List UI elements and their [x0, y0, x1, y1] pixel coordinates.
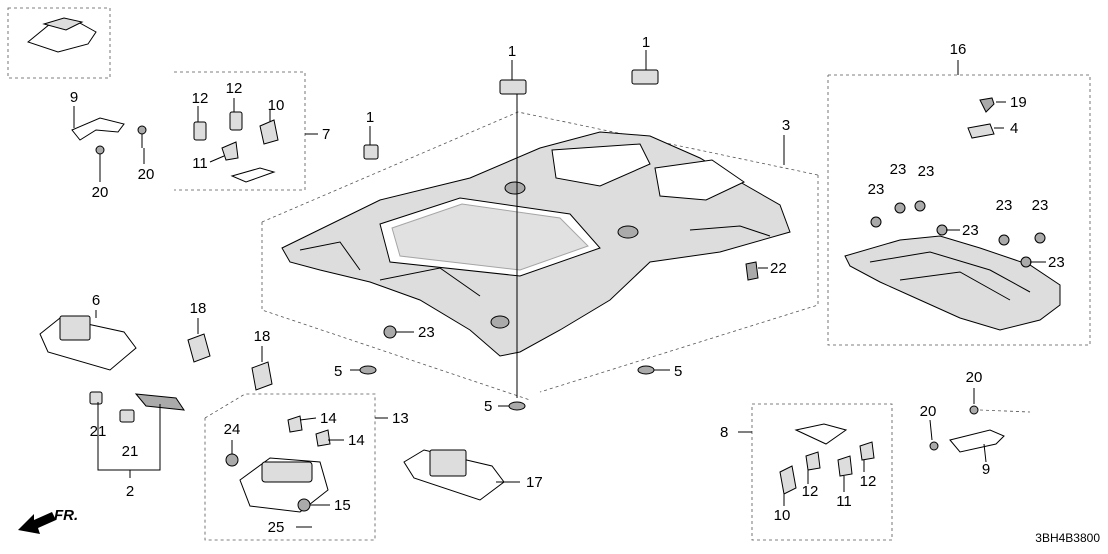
front-direction-arrow: FR. — [18, 507, 78, 534]
callout-11: 11 — [836, 493, 852, 510]
callout-25: 25 — [268, 519, 285, 536]
group-8-frame — [738, 403, 893, 541]
rear-trim-panel — [844, 235, 1061, 331]
callout-18: 18 — [190, 300, 207, 317]
diagram-code: 3BH4B3800 — [1035, 531, 1100, 545]
callout-12: 12 — [226, 80, 243, 97]
callout-21: 21 — [122, 443, 139, 460]
callout-14: 14 — [320, 410, 337, 427]
callout-12: 12 — [802, 483, 819, 500]
callout-23: 23 — [918, 163, 935, 180]
callout-20: 20 — [920, 403, 937, 420]
small-parts — [39, 69, 1046, 528]
callout-16: 16 — [950, 41, 967, 58]
callout-23: 23 — [962, 222, 979, 239]
callout-labels: 1 1 1 2 3 4 5 5 5 6 7 8 9 9 10 10 11 11 … — [70, 34, 1065, 536]
callout-1: 1 — [642, 34, 650, 51]
callout-10: 10 — [774, 507, 791, 524]
callout-18: 18 — [254, 328, 271, 345]
callout-1: 1 — [508, 43, 516, 60]
arrow-icon — [18, 512, 56, 534]
callout-17: 17 — [526, 474, 543, 491]
callout-24: 24 — [224, 421, 241, 438]
callout-13: 13 — [392, 410, 409, 427]
callout-8: 8 — [720, 424, 728, 441]
callout-20: 20 — [138, 166, 155, 183]
callout-14: 14 — [348, 432, 365, 449]
callout-23: 23 — [418, 324, 435, 341]
callout-10: 10 — [268, 97, 285, 114]
callout-23: 23 — [868, 181, 885, 198]
callout-12: 12 — [192, 90, 209, 107]
headliner — [281, 131, 791, 357]
callout-12: 12 — [860, 473, 877, 490]
callout-23: 23 — [890, 161, 907, 178]
front-label: FR. — [54, 507, 78, 524]
headliner-outline — [261, 111, 819, 401]
callout-9: 9 — [70, 89, 78, 106]
callout-5: 5 — [484, 398, 492, 415]
callout-20: 20 — [92, 184, 109, 201]
callout-23: 23 — [1032, 197, 1049, 214]
callout-6: 6 — [92, 292, 100, 309]
callout-15: 15 — [334, 497, 351, 514]
callout-23: 23 — [996, 197, 1013, 214]
callout-5: 5 — [674, 363, 682, 380]
callout-1: 1 — [366, 109, 374, 126]
callout-2: 2 — [126, 483, 134, 500]
group-7-frame — [174, 71, 318, 191]
group-16-frame — [827, 60, 1091, 346]
callout-4: 4 — [1010, 120, 1018, 137]
callout-7: 7 — [322, 126, 330, 143]
vehicle-thumbnail — [7, 7, 111, 79]
callout-23: 23 — [1048, 254, 1065, 271]
callout-11: 11 — [192, 155, 208, 172]
callout-22: 22 — [770, 260, 787, 277]
callout-19: 19 — [1010, 94, 1027, 111]
callout-20: 20 — [966, 369, 983, 386]
callout-9: 9 — [982, 461, 990, 478]
leader-lines — [73, 50, 1046, 506]
group-13-frame — [204, 393, 388, 541]
callout-3: 3 — [782, 117, 790, 134]
callout-5: 5 — [334, 363, 342, 380]
callout-21: 21 — [90, 423, 107, 440]
